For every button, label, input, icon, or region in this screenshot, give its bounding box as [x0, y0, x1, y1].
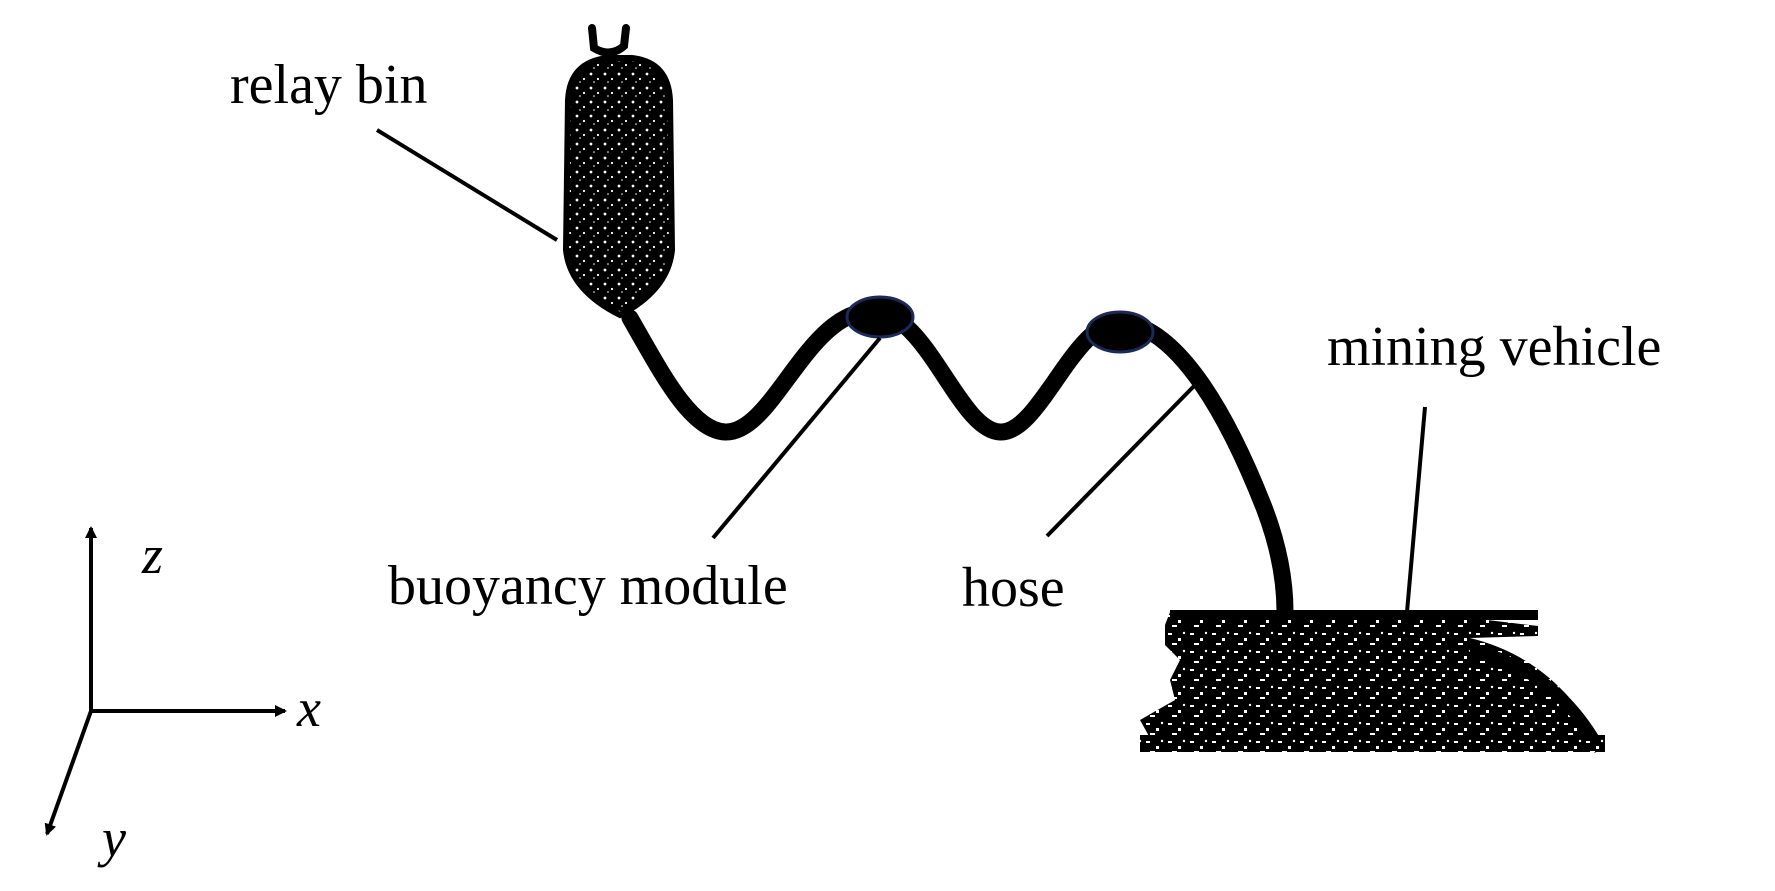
mining-vehicle	[1140, 610, 1606, 753]
vehicle-arm	[1468, 644, 1606, 753]
buoyancy-module-2	[1085, 310, 1155, 354]
relay-bin	[562, 24, 676, 319]
suspension-cable	[588, 24, 630, 57]
relay-bin-leader	[375, 128, 559, 242]
hose	[621, 302, 1294, 621]
coordinate-axes: z x y	[44, 525, 321, 868]
y-axis	[44, 710, 93, 836]
vehicle-top-rail	[1170, 610, 1538, 620]
vehicle-track	[1140, 735, 1605, 752]
buoyancy-module-label: buoyancy module	[388, 555, 788, 617]
x-axis-label: x	[296, 678, 321, 738]
relay-bin-label: relay bin	[230, 54, 427, 116]
y-axis-label: y	[97, 808, 126, 868]
vehicle-body	[1140, 610, 1605, 752]
buoyancy-module-1	[845, 295, 915, 339]
relay-bin-body	[562, 55, 676, 319]
hose-label: hose	[962, 557, 1065, 619]
mining-vehicle-label: mining vehicle	[1327, 316, 1661, 378]
z-axis-label: z	[141, 525, 163, 585]
mining-vehicle-leader	[1405, 406, 1427, 613]
hose-leader	[1045, 381, 1199, 538]
buoyancy-module-leader	[711, 336, 882, 540]
